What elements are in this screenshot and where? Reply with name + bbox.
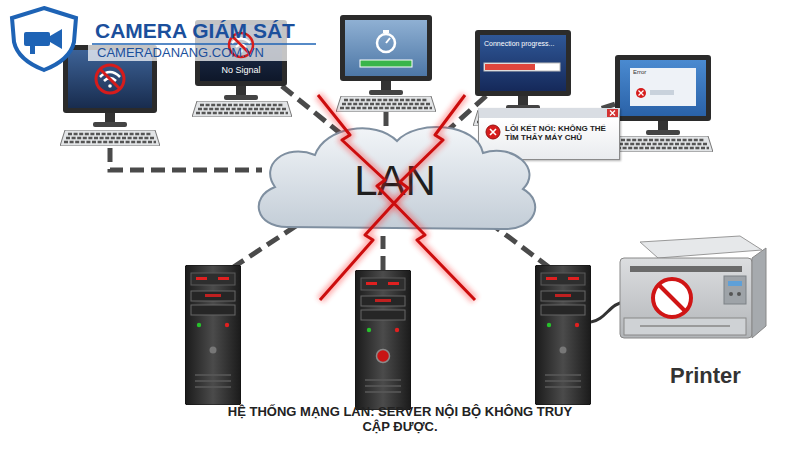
watermark-band xyxy=(88,14,320,61)
printer-cable xyxy=(591,302,626,322)
node-text: LỖI KẾT NỐI: KHÔNG THỂ TÌM THẤY MÁY CHỦ xyxy=(505,124,617,142)
node-text: Printer xyxy=(670,363,780,388)
printer: Printer xyxy=(615,235,765,350)
error-icon xyxy=(636,88,674,98)
node-text: No Signal xyxy=(200,65,282,75)
node-text: LAN xyxy=(245,157,545,205)
computer-1 xyxy=(60,45,160,146)
monitor-screen: Error xyxy=(615,55,711,121)
network-link xyxy=(282,86,340,133)
watermark-shield xyxy=(12,8,76,70)
server-towers xyxy=(185,265,591,410)
node-text: Connection progress... xyxy=(484,40,564,48)
network-cloud: LAN xyxy=(245,115,545,240)
computer-3 xyxy=(336,15,436,112)
monitor-screen: Connection progress... xyxy=(475,30,571,96)
caption: HỆ THỐNG MẠNG LAN: SERVER NỘI BỘ KHÔNG T… xyxy=(215,405,585,435)
watermark-rule xyxy=(92,43,316,45)
popup-close xyxy=(607,109,618,117)
network-wire xyxy=(110,148,262,170)
wifi-off-icon xyxy=(96,65,124,93)
network-wire xyxy=(494,226,550,268)
watermark-title: CAMERA GIÁM SÁT xyxy=(95,19,295,43)
network-wire xyxy=(381,236,386,270)
network-wire xyxy=(384,112,389,128)
node-text: Error xyxy=(630,68,696,106)
computer-5 xyxy=(613,121,713,152)
failure-cross xyxy=(318,95,475,300)
printer-illustration xyxy=(620,236,766,338)
network-wire xyxy=(232,222,302,268)
watermark-url: CAMERADANANG.COM.VN xyxy=(97,46,264,61)
stopwatch-icon xyxy=(360,30,412,67)
progress-bar xyxy=(484,63,560,71)
computer-2 xyxy=(192,86,292,117)
error-icon xyxy=(486,125,500,139)
